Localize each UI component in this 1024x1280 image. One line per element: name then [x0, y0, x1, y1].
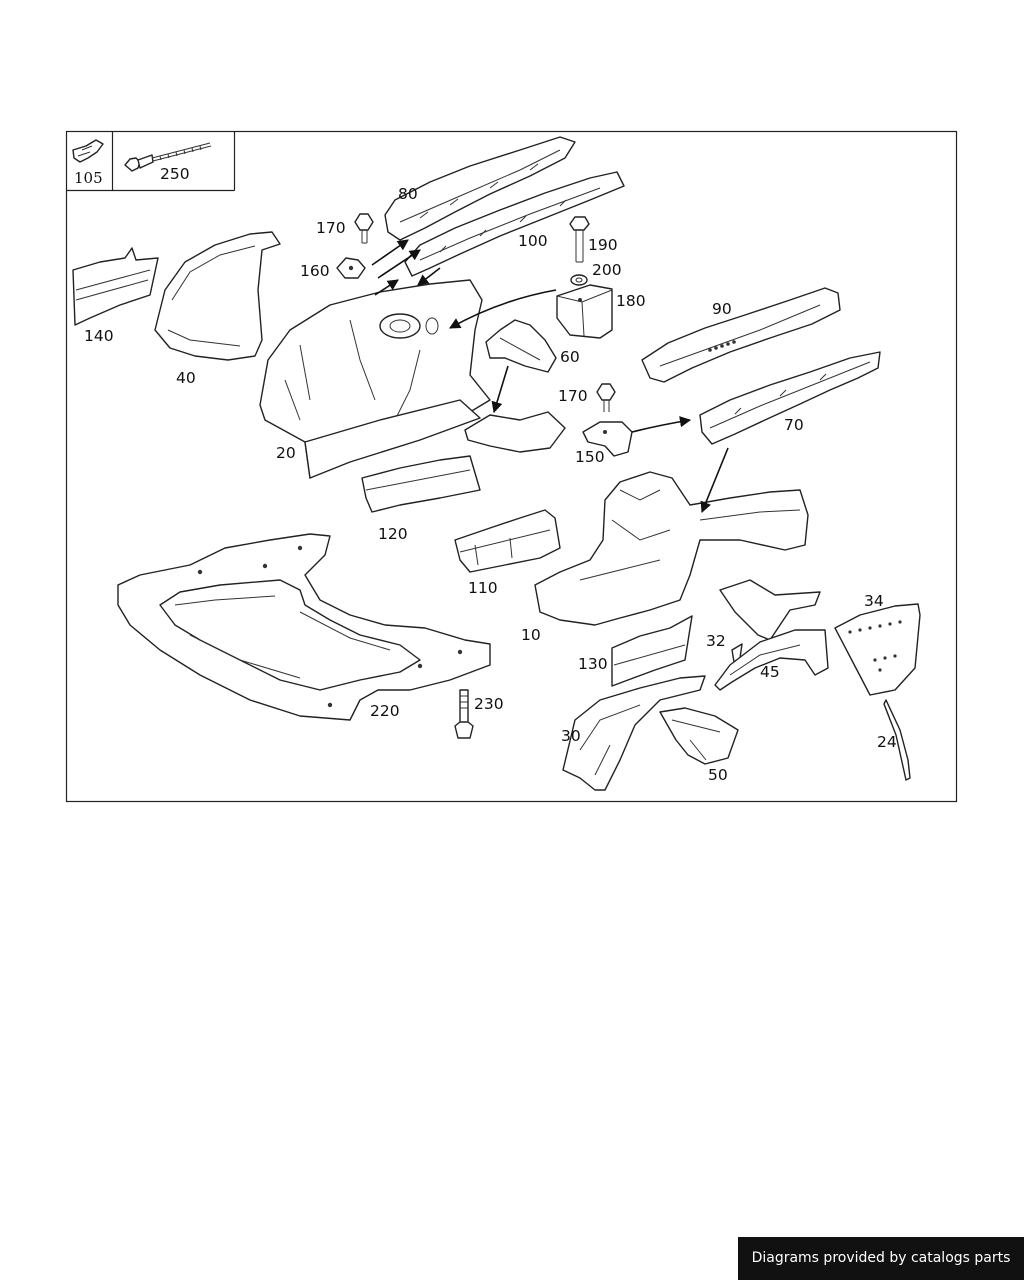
callout-labels: 105 250 80 100 170 190 200 160 180 90 14…	[74, 165, 897, 784]
callout-250: 250	[160, 165, 190, 183]
part-50-bracket	[659, 707, 739, 765]
part-45-arch-liner	[714, 629, 829, 691]
part-170-bolt-mid	[596, 383, 616, 412]
part-170-bolt-top	[354, 213, 374, 244]
part-130-panel	[611, 615, 693, 687]
part-120-member	[361, 455, 481, 513]
callout-32: 32	[706, 632, 726, 650]
part-30-bracket	[562, 675, 706, 791]
part-10-main-structure	[534, 471, 821, 641]
callout-220: 220	[370, 702, 400, 720]
callout-140: 140	[84, 327, 114, 345]
part-230-bolt	[454, 689, 474, 739]
part-34-panel	[834, 603, 921, 696]
part-180-mount	[556, 284, 613, 339]
callout-120: 120	[378, 525, 408, 543]
callout-150: 150	[575, 448, 605, 466]
callout-90: 90	[712, 300, 732, 318]
callout-24: 24	[877, 733, 897, 751]
callout-180: 180	[616, 292, 646, 310]
callout-80: 80	[398, 185, 418, 203]
callout-34: 34	[864, 592, 884, 610]
callout-70: 70	[784, 416, 804, 434]
callout-230: 230	[474, 695, 504, 713]
part-20-front-structure	[259, 279, 566, 479]
part-190-bolt	[569, 216, 590, 263]
part-70-rail	[699, 351, 881, 445]
callout-170-top: 170	[316, 219, 346, 237]
part-110-member	[454, 509, 561, 573]
callout-160: 160	[300, 262, 330, 280]
callout-100: 100	[518, 232, 548, 250]
part-24-strip	[883, 699, 911, 781]
part-40-wheelhouse	[154, 231, 281, 361]
part-80-rail	[384, 136, 576, 241]
diagram-frame	[65, 130, 958, 803]
callout-170-mid: 170	[558, 387, 588, 405]
credit-banner: Diagrams provided by catalogs parts	[738, 1237, 1024, 1280]
part-60-bracket	[485, 319, 557, 373]
part-250-rivet	[124, 142, 212, 172]
part-100-rail	[404, 171, 625, 277]
callout-105: 105	[74, 169, 103, 187]
callout-110: 110	[468, 579, 498, 597]
part-220-subframe	[117, 533, 491, 721]
callout-10: 10	[521, 626, 541, 644]
callout-130: 130	[578, 655, 608, 673]
callout-30: 30	[561, 727, 581, 745]
part-160-bracket	[336, 257, 366, 279]
part-150-bracket	[582, 421, 633, 457]
callout-40: 40	[176, 369, 196, 387]
callout-190: 190	[588, 236, 618, 254]
callout-20: 20	[276, 444, 296, 462]
part-140-panel	[72, 247, 159, 326]
callout-50: 50	[708, 766, 728, 784]
inset-box	[66, 131, 236, 192]
callout-200: 200	[592, 261, 622, 279]
arrows	[371, 239, 729, 514]
callout-60: 60	[560, 348, 580, 366]
callout-45: 45	[760, 663, 780, 681]
part-90-rail	[641, 287, 841, 383]
part-200-washer	[570, 274, 588, 286]
part-105-clip	[72, 139, 104, 163]
